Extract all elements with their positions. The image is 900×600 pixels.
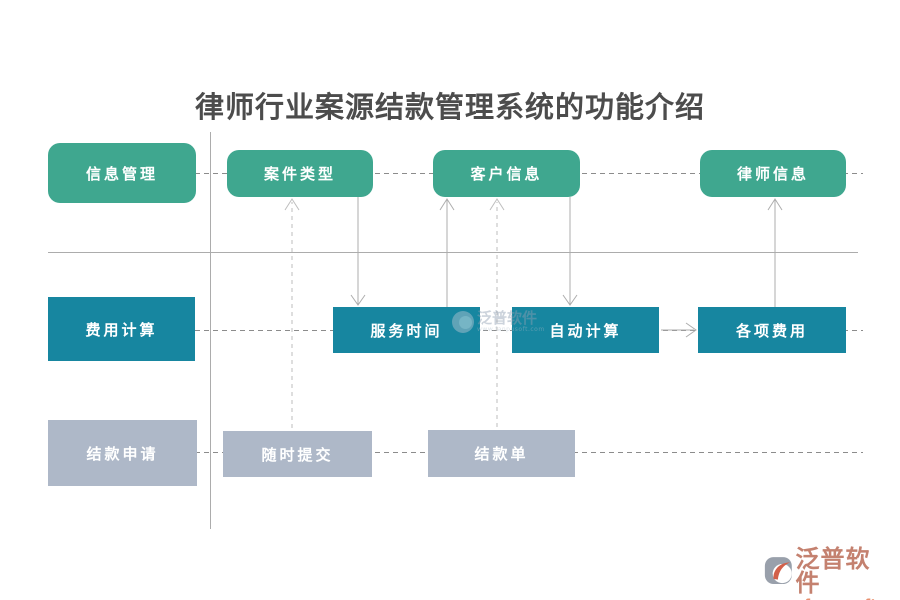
node-service-time: 服务时间 xyxy=(333,307,480,353)
node-case-type: 案件类型 xyxy=(227,150,373,197)
node-settlement-bill: 结款单 xyxy=(428,430,575,477)
node-customer-info: 客户信息 xyxy=(433,150,580,197)
arrow-customer-info-to-auto-calculation xyxy=(562,197,578,306)
page-title: 律师行业案源结款管理系统的功能介绍 xyxy=(194,90,705,124)
node-lawyer-info: 律师信息 xyxy=(700,150,846,197)
node-settlement-application: 结款申请 xyxy=(48,420,197,486)
brand-name: 泛普软件 xyxy=(795,544,871,597)
dashed-arrow-settlement-bill-to-customer-info xyxy=(489,198,505,427)
dashed-arrow-submit-anytime-to-case-type xyxy=(284,198,300,428)
node-various-fees: 各项费用 xyxy=(698,307,846,353)
fanpu-logo-icon xyxy=(764,557,792,585)
node-submit-anytime: 随时提交 xyxy=(223,431,372,477)
row-divider-line xyxy=(48,252,858,253)
brand-logo: 泛普软件 www.fanpusoft.com xyxy=(764,544,900,600)
arrow-case-type-to-service-time xyxy=(350,197,366,306)
arrow-various-fees-to-lawyer-info xyxy=(767,198,783,307)
node-info-management: 信息管理 xyxy=(48,143,196,203)
arrow-service-time-to-customer-info xyxy=(439,198,455,307)
node-auto-calculation: 自动计算 xyxy=(512,307,659,353)
brand-url: www.fanpusoft.com xyxy=(764,596,900,600)
node-fee-calculation: 费用计算 xyxy=(48,297,195,361)
